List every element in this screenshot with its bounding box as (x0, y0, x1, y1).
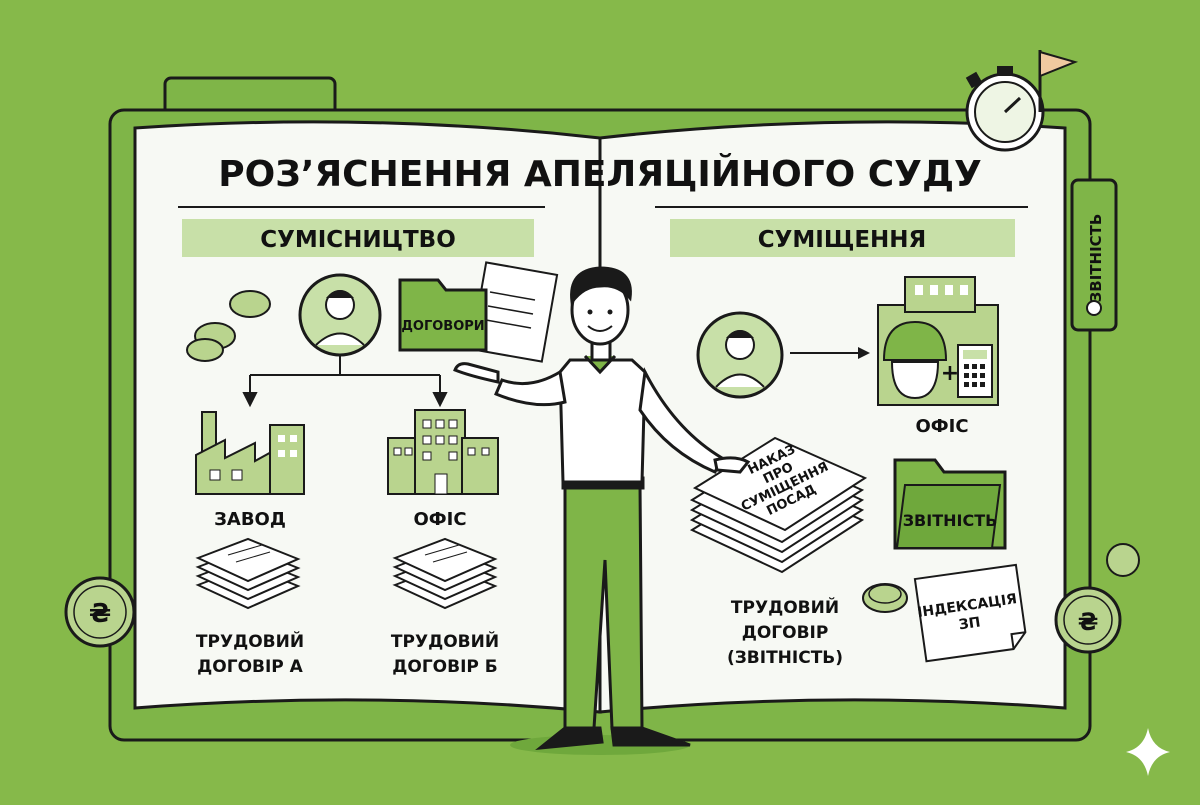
stopwatch-icon (965, 66, 1045, 152)
contract-right-line3: (ЗВІТНІСТЬ) (727, 648, 843, 668)
right-page (598, 120, 1067, 714)
sparkle-icon (1126, 728, 1170, 776)
contract-a-line2: ДОГОВІР А (197, 657, 304, 677)
presenter-figure (453, 266, 751, 755)
factory-label: ЗАВОД (214, 509, 286, 530)
contract-right-line2: ДОГОВІР (742, 623, 829, 643)
svg-text:₴: ₴ (1078, 608, 1099, 636)
coin-small-right (1106, 543, 1140, 577)
hryvnia-coin-left: ₴ (64, 576, 136, 648)
contract-b-line1: ТРУДОВИЙ (391, 630, 499, 652)
office-label-right: ОФІС (915, 416, 968, 437)
svg-text:+: + (941, 361, 959, 386)
document-stack-icon-a (195, 537, 301, 610)
indexation-note: ІНДЕКСАЦІЯ ЗП (913, 563, 1027, 663)
tab-dot-icon (1086, 300, 1102, 316)
branch-arrows (242, 356, 448, 408)
hryvnia-coin-right: ₴ (1054, 586, 1122, 654)
office-worker-icon: + (877, 276, 999, 406)
page-title: РОЗ’ЯСНЕННЯ АПЕЛЯЦІЙНОГО СУДУ (218, 153, 982, 195)
coin-stack-icon (186, 290, 271, 362)
coin-icon (862, 583, 908, 613)
office-building-icon (387, 409, 499, 495)
side-tab[interactable] (1070, 178, 1118, 332)
side-tab-label: ЗВІТНІСТЬ (1087, 214, 1105, 303)
employee-avatar (298, 273, 382, 357)
note-line-2: ЗП (958, 614, 982, 633)
contracts-folder-label: ДОГОВОРИ (401, 319, 484, 334)
left-heading-bar (182, 219, 534, 257)
contracts-folder: ДОГОВОРИ (398, 261, 559, 363)
contract-a-line1: ТРУДОВИЙ (196, 630, 304, 652)
hard-hat-icon (882, 320, 948, 361)
flag-icon (1038, 50, 1079, 112)
contract-b-line2: ДОГОВІР Б (392, 657, 498, 677)
contract-right-line1: ТРУДОВИЙ (731, 596, 839, 618)
document-stack-icon-b (392, 537, 498, 610)
svg-text:₴: ₴ (89, 599, 111, 629)
order-document-stack (689, 436, 868, 574)
left-heading: СУМІСНИЦТВО (260, 227, 456, 253)
right-heading-bar (670, 219, 1015, 257)
reports-folder-label: ЗВІТНІСТЬ (903, 511, 998, 530)
right-heading: СУМІЩЕННЯ (758, 227, 926, 253)
office-label-left: ОФІС (413, 509, 466, 530)
arrow-right-icon (790, 347, 870, 359)
factory-icon (195, 411, 305, 495)
reports-folder: ЗВІТНІСТЬ (893, 458, 1007, 550)
employee-avatar-right (696, 311, 784, 399)
